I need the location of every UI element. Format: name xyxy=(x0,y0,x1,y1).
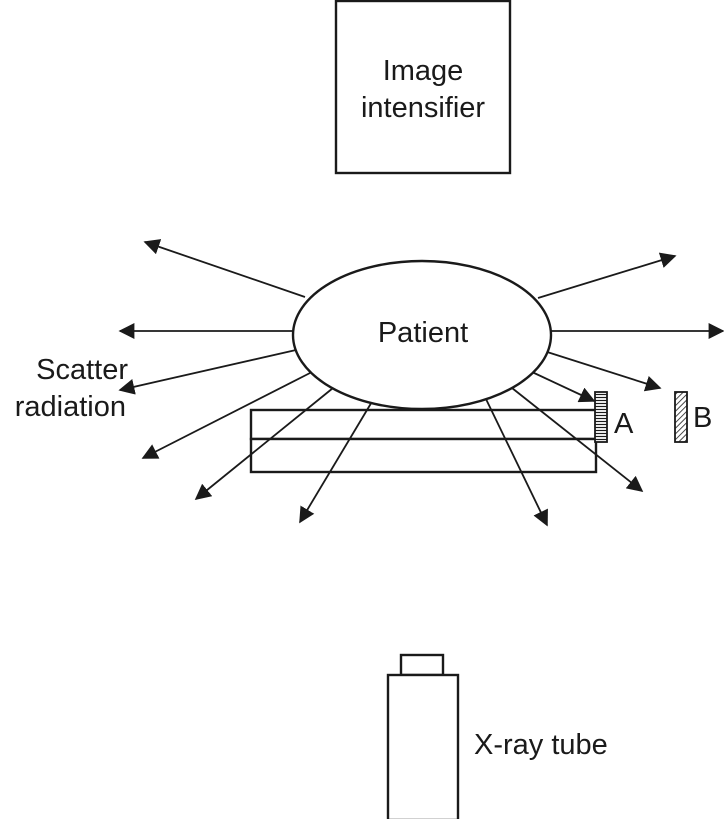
scatter-arrow-to-b xyxy=(543,350,662,392)
scatter-arrow xyxy=(143,239,306,298)
scatter-arrow xyxy=(299,399,374,524)
scatter-radiation-label: Scatter radiation xyxy=(15,354,129,423)
scatter-arrow xyxy=(537,252,677,299)
xray-tube: X-ray tube xyxy=(386,653,608,819)
scatter-arrow xyxy=(118,349,297,395)
patient-label: Patient xyxy=(378,317,468,349)
scatter-label-line2: radiation xyxy=(15,391,126,423)
xray-tube-body xyxy=(386,673,460,819)
image-intensifier-label-line1: Image xyxy=(383,55,464,87)
scatter-arrow xyxy=(194,387,334,501)
dosimeter-a: A xyxy=(594,391,634,443)
patient: Patient xyxy=(291,259,553,411)
dosimeter-a-marker xyxy=(594,391,608,443)
scatter-arrow xyxy=(484,396,548,527)
scatter-label-line1: Scatter xyxy=(36,354,128,386)
dosimeter-a-label: A xyxy=(614,408,634,440)
patient-ellipse xyxy=(291,259,553,411)
patient-table xyxy=(249,408,598,474)
dosimeter-b-label: B xyxy=(693,402,712,434)
xray-tube-label: X-ray tube xyxy=(474,729,608,761)
scatter-arrow xyxy=(511,387,644,492)
table-bottom-slab xyxy=(249,437,598,474)
dosimeter-b-marker xyxy=(674,391,688,443)
image-intensifier: Image intensifier xyxy=(334,0,512,175)
dosimeter-b: B xyxy=(674,391,712,443)
xray-tube-cap xyxy=(399,653,445,677)
image-intensifier-label-line2: intensifier xyxy=(361,92,485,124)
scatter-arrow-to-a xyxy=(531,371,596,403)
scatter-arrows xyxy=(118,239,724,527)
scatter-arrow xyxy=(141,372,311,459)
image-intensifier-box xyxy=(334,0,512,175)
